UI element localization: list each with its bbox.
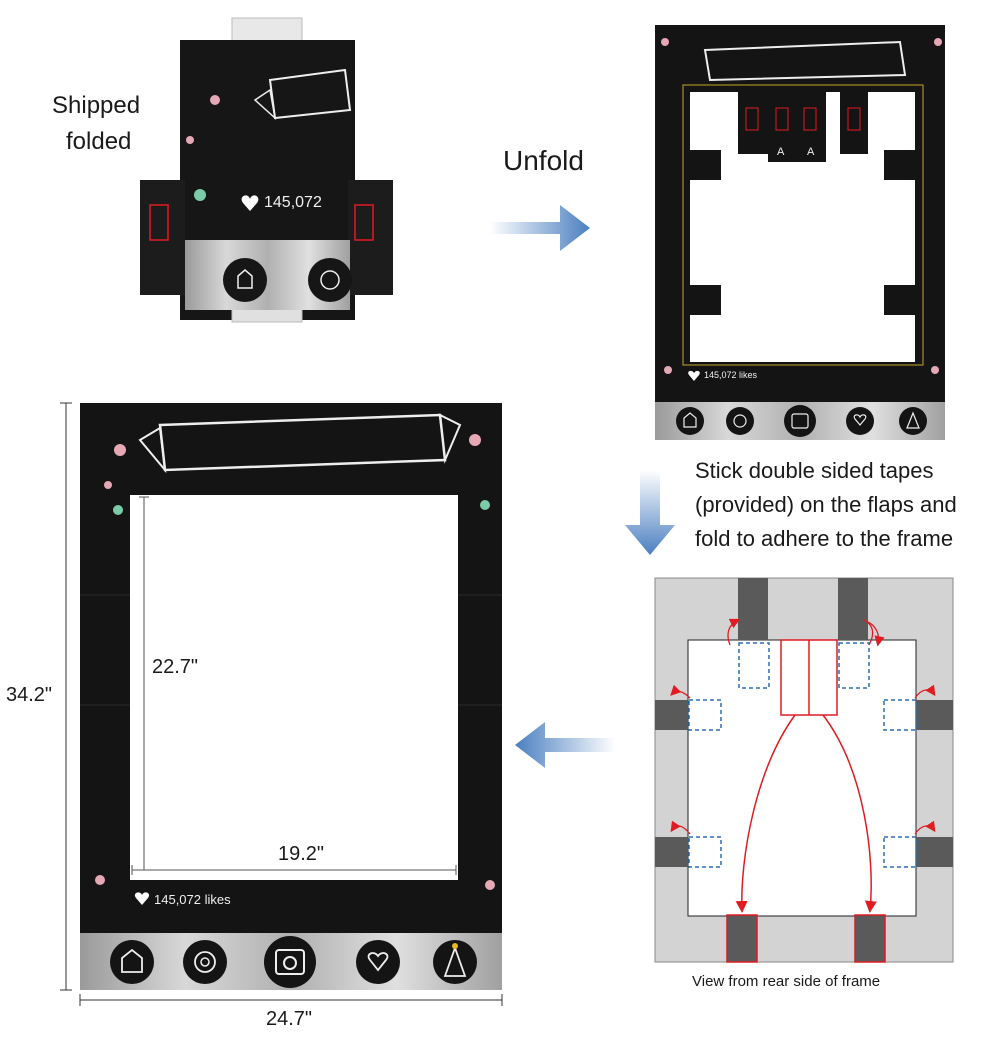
camera-icon <box>275 949 305 975</box>
unfolded-frame <box>655 25 945 440</box>
unfold-label: Unfold <box>503 145 584 176</box>
heart-icon <box>134 892 150 905</box>
spiral-icon <box>733 414 747 428</box>
heart-icon <box>853 414 867 426</box>
instruction-line2: (provided) on the flaps and <box>695 492 957 517</box>
spiral-icon <box>320 270 340 290</box>
arrow-left-icon <box>515 722 615 768</box>
dimension-opening-width: 19.2" <box>278 843 325 865</box>
likes-text-large: 145,072 likes <box>154 892 231 907</box>
instruction-line3: fold to adhere to the frame <box>695 526 954 551</box>
dimension-total-width: 24.7" <box>266 1008 313 1030</box>
party-hat-icon <box>443 945 467 977</box>
folded-frame <box>140 17 393 323</box>
shipped-label-line1: Shipped <box>52 92 141 119</box>
home-icon <box>683 412 697 428</box>
party-hat-icon <box>906 411 920 429</box>
likes-text-small: 145,072 likes <box>704 370 758 380</box>
dimension-total-height: 34.2" <box>6 684 53 706</box>
heart-icon <box>241 195 259 211</box>
process-arrows <box>490 205 675 768</box>
flap-letter-a-right: A <box>807 146 815 158</box>
rear-view-diagram <box>654 577 954 963</box>
rear-view-caption: View from rear side of frame <box>692 973 881 990</box>
dimension-opening-height: 22.7" <box>152 656 199 678</box>
dimension-lines <box>60 402 503 1006</box>
assembled-frame <box>80 403 502 990</box>
shipped-label-line2: folded <box>66 128 132 155</box>
camera-icon <box>791 413 809 429</box>
heart-icon <box>688 370 700 381</box>
home-icon <box>237 269 253 289</box>
home-icon <box>121 948 143 973</box>
arrow-right-icon <box>490 205 590 251</box>
spiral-icon <box>194 951 216 973</box>
heart-icon <box>367 952 389 972</box>
flap-letter-a-left: A <box>777 146 785 158</box>
instruction-line1: Stick double sided tapes <box>695 458 934 483</box>
likes-count-folded: 145,072 <box>264 194 322 211</box>
arrow-down-icon <box>625 470 675 555</box>
